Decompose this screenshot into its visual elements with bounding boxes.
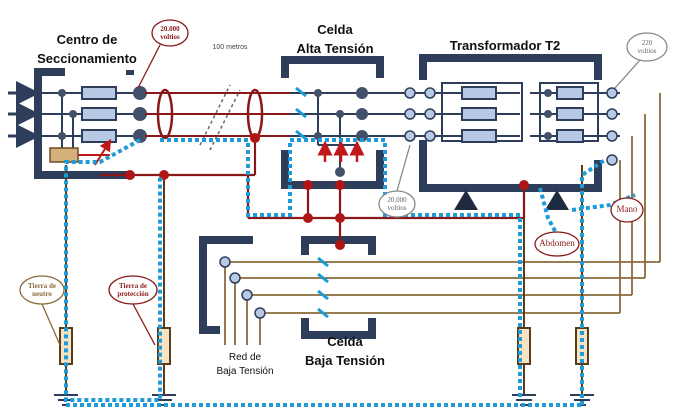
transformer-legs <box>454 190 569 210</box>
callout-20000-mid-1: 20.000 <box>387 196 407 204</box>
label-red-bt-line1: Red de <box>228 352 262 363</box>
callout-tierra-neutro-1: Tierra de <box>27 282 57 290</box>
incoming-lines <box>8 81 40 148</box>
centro-resistors <box>81 86 117 143</box>
callout-tierra-proteccion-2: protección <box>117 290 149 298</box>
callout-tierra-proteccion-1: Tierra de <box>118 282 148 290</box>
callout-tierra-neutro-2: neutro <box>32 290 52 298</box>
transformador-frame <box>419 54 602 192</box>
callout-mano: Mano <box>616 204 638 214</box>
celda-at-switches <box>295 86 307 141</box>
distance-break <box>199 84 241 151</box>
title-centro-line1: Centro de <box>56 32 118 47</box>
celda-at-frame <box>281 56 384 189</box>
trip-wire <box>78 138 112 166</box>
callout-20000-top-1: 20.000 <box>160 25 180 33</box>
title-celda-at-line1: Celda <box>317 22 353 37</box>
transformer-windings <box>461 86 584 143</box>
centro-nodes <box>58 86 147 143</box>
callout-220-1: 220 <box>641 39 653 47</box>
centro-relay-box <box>49 147 79 163</box>
celda-bt-switches <box>317 256 329 319</box>
cable-lines <box>145 92 290 137</box>
title-celda-at-line2: Alta Tensión <box>296 41 374 56</box>
callout-220-2: voltios <box>637 47 657 55</box>
celda-bt-bushings <box>219 256 266 319</box>
label-red-bt-line2: Baja Tensión <box>216 366 274 377</box>
celda-at-nodes <box>314 87 368 177</box>
celda-at-lines <box>290 92 420 175</box>
callout-shapes <box>19 19 668 346</box>
celda-bt-frame <box>199 236 376 339</box>
title-transformador: Transformador T2 <box>449 38 561 53</box>
fault-current-path <box>64 138 636 407</box>
transformer-nodes <box>544 89 552 140</box>
title-centro-line2: Seccionamiento <box>37 51 137 66</box>
label-distance: 100 metros <box>212 44 248 51</box>
callout-20000-mid-2: voltios <box>387 204 407 212</box>
transformer-lines <box>410 82 620 142</box>
title-celda-bt-line1: Celda <box>327 334 363 349</box>
callout-20000-top-2: voltios <box>160 33 180 41</box>
transformer-bushings <box>404 87 618 166</box>
bonding-nodes <box>125 133 529 250</box>
callout-abdomen: Abdomen <box>539 238 575 248</box>
surge-arresters <box>317 140 365 162</box>
title-celda-bt-line2: Baja Tensión <box>305 353 385 368</box>
